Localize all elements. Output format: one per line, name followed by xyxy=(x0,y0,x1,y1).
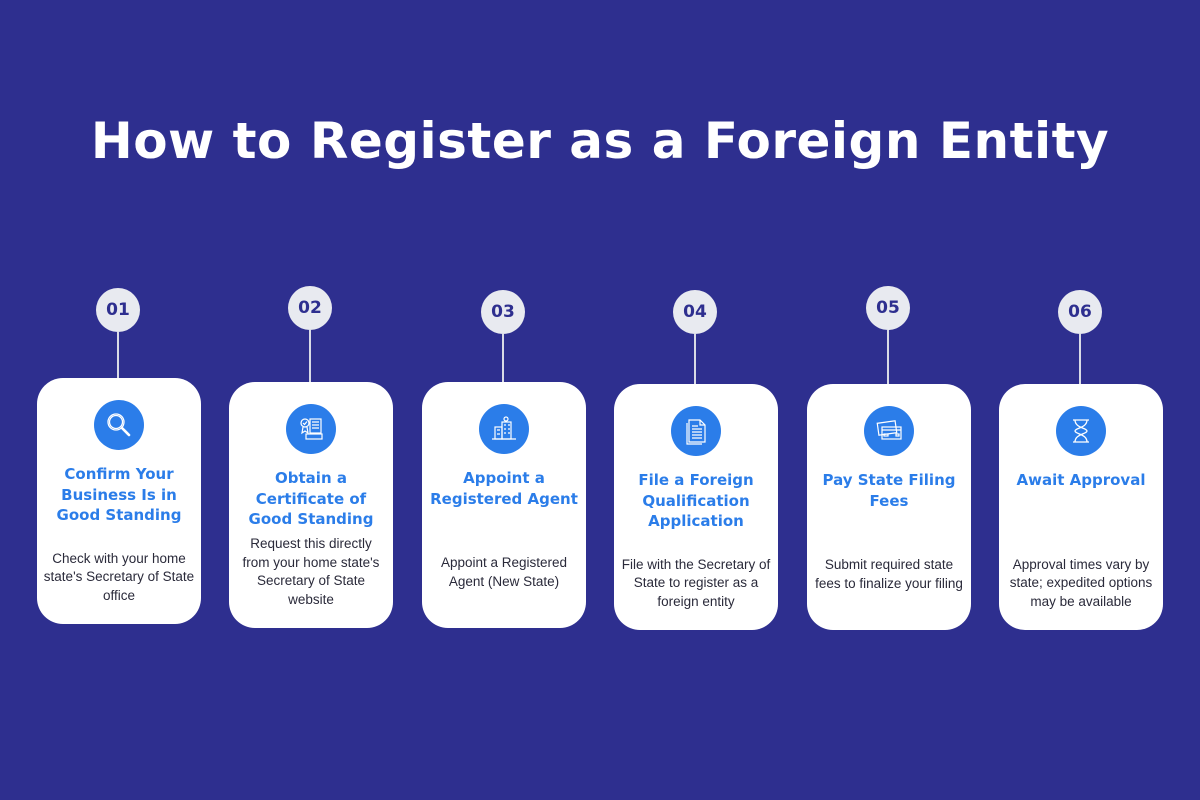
building-icon xyxy=(479,404,529,454)
step-number-badge: 04 xyxy=(673,290,717,334)
step-heading: Pay State Filing Fees xyxy=(822,471,956,510)
step-number-badge: 05 xyxy=(866,286,910,330)
step-card: Await Approval Approval times vary by st… xyxy=(999,384,1163,630)
connector-line xyxy=(1079,334,1081,384)
step-description: Submit required state fees to finalize y… xyxy=(815,557,963,592)
step-heading: Obtain a Certificate of Good Standing xyxy=(248,469,374,528)
step-description: Request this directly from your home sta… xyxy=(242,535,380,608)
document-icon xyxy=(671,406,721,456)
credit-card-icon xyxy=(864,406,914,456)
connector-line xyxy=(502,334,504,382)
step-card: File a Foreign Qualification Application… xyxy=(614,384,778,630)
connector-line xyxy=(694,334,696,384)
step-description: Appoint a Registered Agent (New State) xyxy=(440,555,568,590)
step-card: Pay State Filing Fees Submit required st… xyxy=(807,384,971,630)
step-card: Confirm Your Business Is in Good Standin… xyxy=(37,378,201,624)
step-number-badge: 06 xyxy=(1058,290,1102,334)
step-heading: Await Approval xyxy=(1016,471,1146,489)
step-description: Approval times vary by state; expedited … xyxy=(1009,556,1153,610)
step-heading: Confirm Your Business Is in Good Standin… xyxy=(56,465,182,524)
step-heading: Appoint a Registered Agent xyxy=(430,469,578,508)
certificate-icon xyxy=(286,404,336,454)
step-number-badge: 01 xyxy=(96,288,140,332)
step-number-badge: 02 xyxy=(288,286,332,330)
step-card: Appoint a Registered Agent Appoint a Reg… xyxy=(422,382,586,628)
connector-line xyxy=(887,330,889,384)
step-description: File with the Secretary of State to regi… xyxy=(621,556,771,610)
step-description: Check with your home state's Secretary o… xyxy=(43,550,195,604)
magnifying-glass-icon xyxy=(94,400,144,450)
connector-line xyxy=(117,332,119,378)
connector-line xyxy=(309,330,311,382)
step-heading: File a Foreign Qualification Application xyxy=(638,471,754,530)
hourglass-icon xyxy=(1056,406,1106,456)
step-card: Obtain a Certificate of Good Standing Re… xyxy=(229,382,393,628)
page-title: How to Register as a Foreign Entity xyxy=(90,112,1110,170)
step-number-badge: 03 xyxy=(481,290,525,334)
